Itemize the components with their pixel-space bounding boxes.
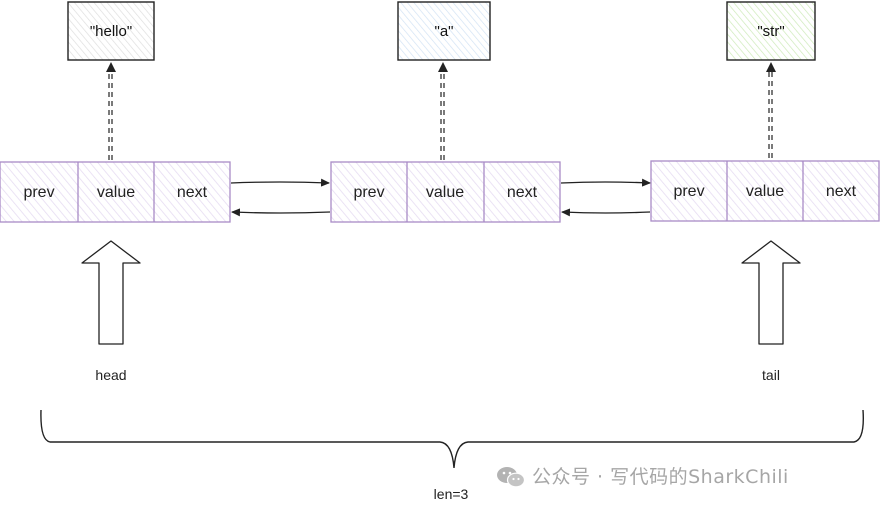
node-3-prev: prev (673, 183, 704, 200)
value-box-2: "a" (397, 1, 491, 61)
prev-arrow-2-to-1 (231, 208, 331, 217)
value-pointer-1-arrowhead (106, 62, 116, 72)
node-1-next: next (177, 184, 208, 201)
head-arrow-icon (81, 240, 141, 345)
next-arrow-2-to-3 (560, 178, 651, 187)
head-label: head (95, 367, 126, 383)
length-label: len=3 (434, 486, 469, 502)
tail-arrow-icon (741, 240, 801, 345)
wechat-icon (497, 467, 526, 488)
prev-arrow-3-to-2 (561, 208, 651, 217)
value-text-3: "str" (757, 23, 784, 40)
node-3: prev value next (650, 160, 880, 222)
node-1-value: value (97, 184, 135, 201)
value-pointer-3-arrowhead (766, 62, 776, 72)
node-1: prev value next (0, 161, 231, 223)
next-arrow-1-to-2 (230, 178, 330, 187)
value-text-2: "a" (435, 23, 454, 40)
watermark-text: 公众号 · 写代码的SharkChili (532, 466, 789, 488)
node-2: prev value next (330, 161, 561, 223)
value-pointer-2 (440, 72, 445, 160)
value-box-1: "hello" (67, 1, 155, 61)
value-text-1: "hello" (90, 23, 132, 40)
tail-label: tail (762, 367, 780, 383)
value-pointer-1 (108, 72, 113, 160)
length-brace (40, 409, 864, 469)
node-2-value: value (426, 184, 464, 201)
node-2-prev: prev (353, 184, 384, 201)
node-3-value: value (746, 183, 784, 200)
value-box-3: "str" (726, 1, 816, 61)
node-1-prev: prev (23, 184, 54, 201)
value-pointer-3 (768, 72, 773, 158)
node-3-next: next (826, 183, 857, 200)
value-pointer-2-arrowhead (438, 62, 448, 72)
node-2-next: next (507, 184, 538, 201)
